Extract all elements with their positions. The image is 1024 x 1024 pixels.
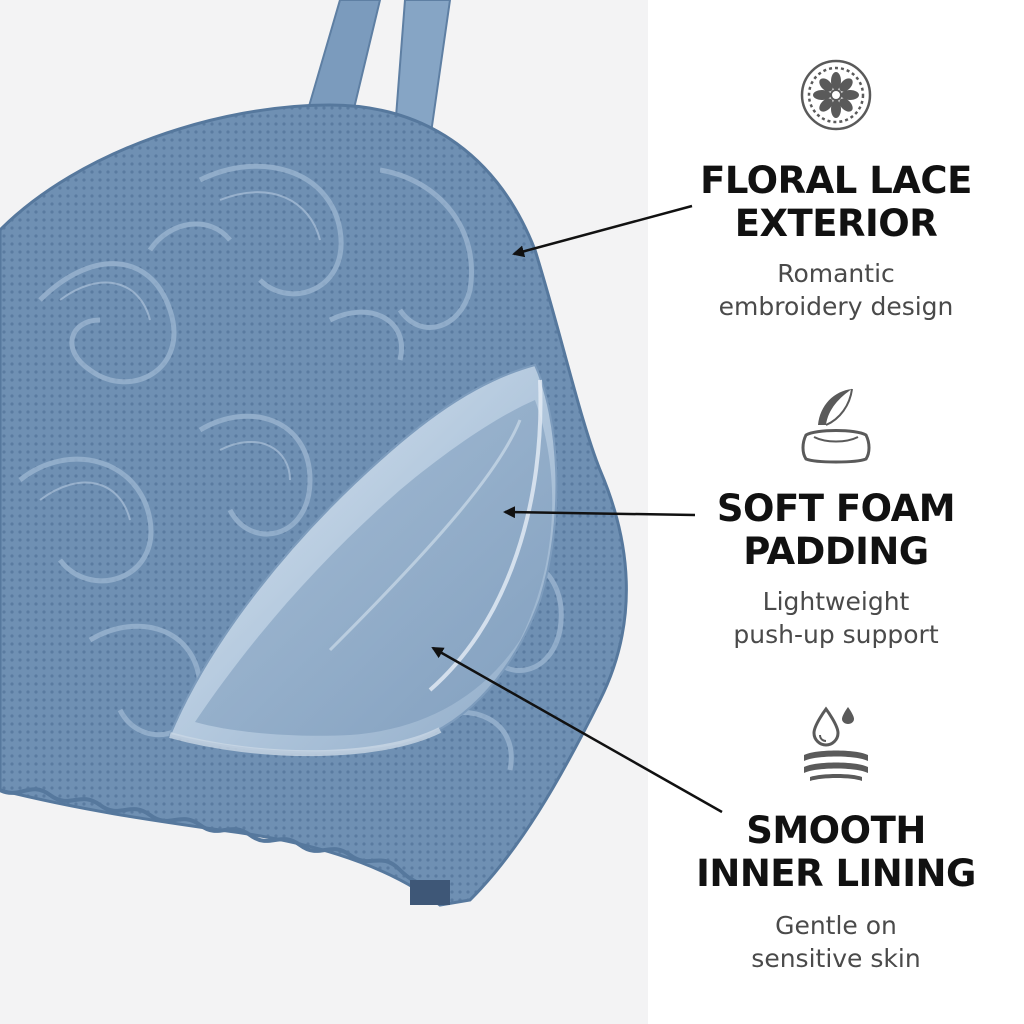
feature-title-line2: EXTERIOR <box>734 202 938 245</box>
feature-desc-line2: embroidery design <box>718 292 954 321</box>
feather-pillow-icon <box>801 388 871 464</box>
feature-desc-line1: Romantic <box>777 259 895 288</box>
product-photo <box>0 0 648 1024</box>
feature-floral-lace: FLORAL LACE EXTERIOR Romantic embroidery… <box>648 55 1024 323</box>
water-drop-layers-icon <box>804 706 868 781</box>
feature-title-line2: INNER LINING <box>696 852 976 895</box>
feature-soft-foam: SOFT FOAM PADDING Lightweight push-up su… <box>648 385 1024 651</box>
feature-smooth-lining: SMOOTH INNER LINING Gentle on sensitive … <box>648 705 1024 975</box>
bra-illustration <box>0 0 628 907</box>
feature-title-line1: SMOOTH <box>746 809 926 852</box>
feature-title-line1: FLORAL LACE <box>700 159 972 202</box>
feature-title-line1: SOFT FOAM <box>716 487 956 530</box>
feature-desc-line1: Gentle on <box>775 911 897 940</box>
scalloped-edge <box>0 787 447 907</box>
feature-desc-line2: push-up support <box>733 620 939 649</box>
feature-title-line2: PADDING <box>743 530 929 573</box>
feature-desc-line2: sensitive skin <box>751 944 921 973</box>
lace-doily-icon <box>800 59 872 131</box>
feature-panel: FLORAL LACE EXTERIOR Romantic embroidery… <box>648 0 1024 1024</box>
feature-desc-line1: Lightweight <box>762 587 910 616</box>
